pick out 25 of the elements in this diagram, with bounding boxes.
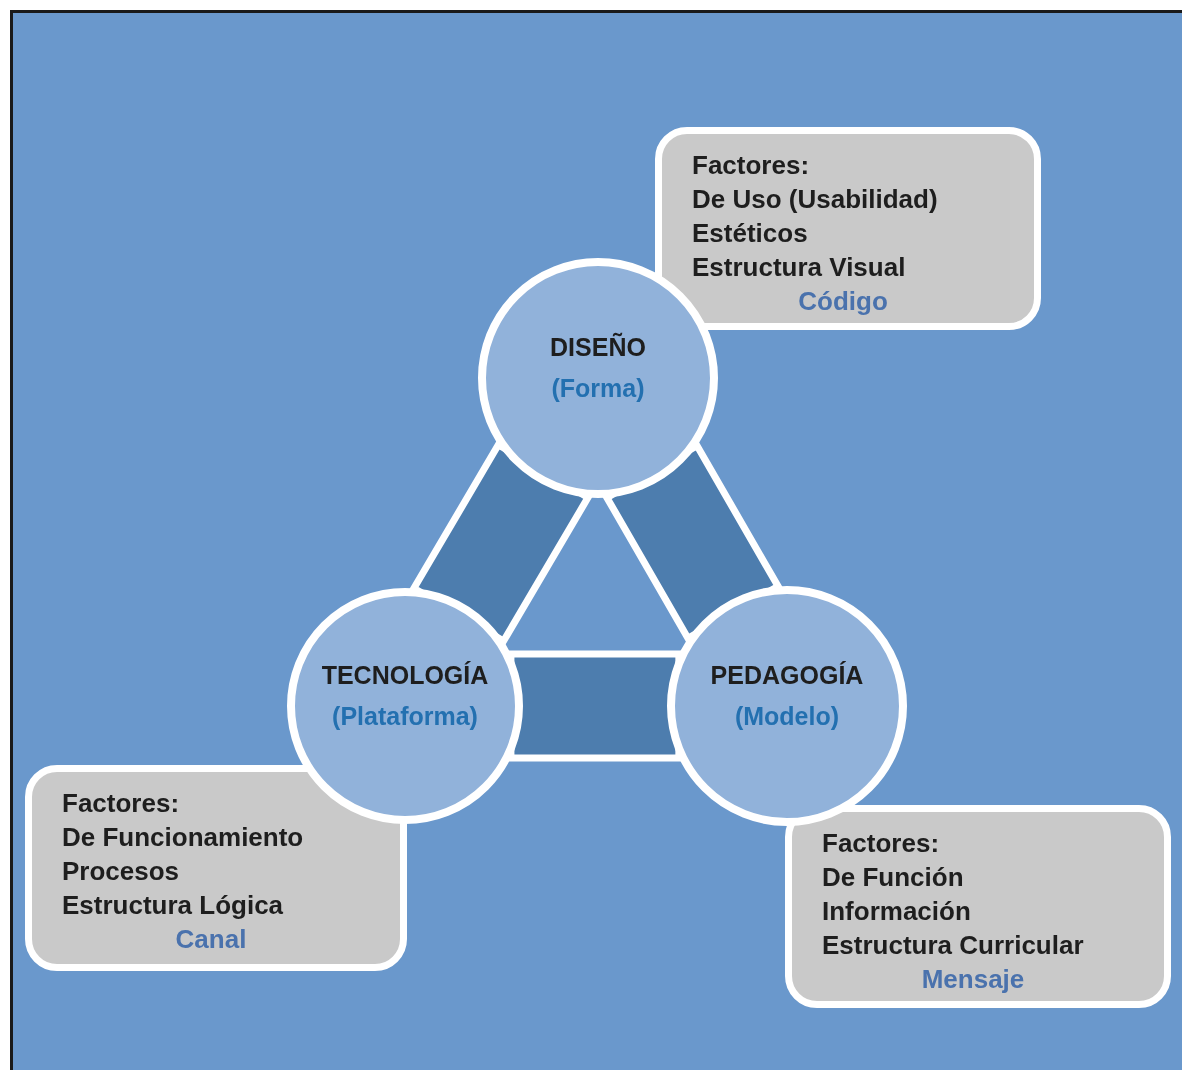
factor-item: Estructura Lógica (62, 889, 285, 922)
factor-item: Estructura Curricular (822, 929, 1085, 962)
card-footer-label: Código (798, 285, 888, 318)
factor-item: De Uso (Usabilidad) (692, 183, 939, 216)
factor-item: Estructura Visual (692, 251, 907, 284)
card-footer-label: Canal (175, 923, 247, 956)
factor-item: De Función (822, 861, 965, 894)
card-heading: Factores: (62, 787, 181, 820)
factors-card (785, 805, 1171, 1008)
circle-subtitle: (Plataforma) (332, 702, 478, 731)
circle-title: DISEÑO (550, 333, 646, 362)
factor-item: De Funcionamiento (62, 821, 305, 854)
factors-card (25, 765, 407, 971)
circle-subtitle: (Forma) (551, 374, 645, 403)
card-heading: Factores: (692, 149, 811, 182)
circle-title: TECNOLOGÍA (321, 661, 489, 690)
card-heading: Factores: (822, 827, 941, 860)
factor-item: Procesos (62, 855, 181, 888)
card-footer-label: Mensaje (921, 963, 1025, 996)
factors-card (655, 127, 1041, 330)
factor-item: Estéticos (692, 217, 809, 250)
factor-item: Información (822, 895, 972, 928)
connector-band (507, 650, 683, 762)
circle-subtitle: (Modelo) (734, 702, 840, 731)
circle-title: PEDAGOGÍA (710, 661, 864, 690)
